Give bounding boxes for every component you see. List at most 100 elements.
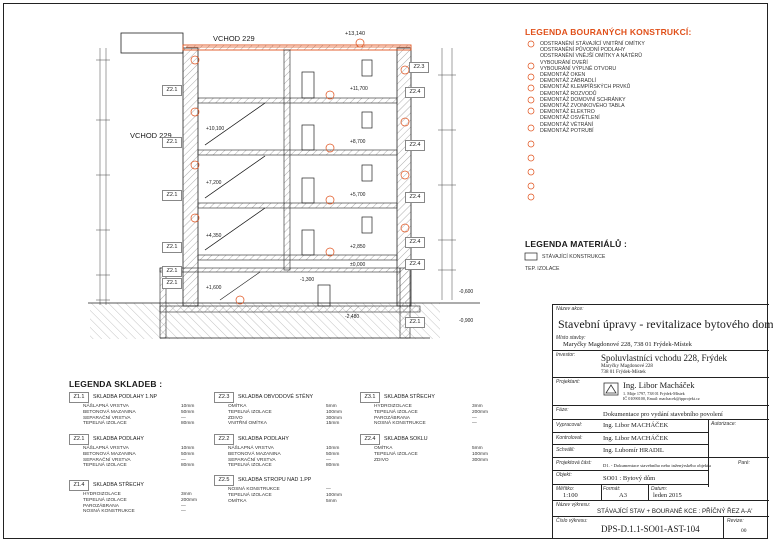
layer-row: TEPELNÁ IZOLACE: [228, 492, 272, 498]
stair-level: +1,600: [206, 285, 222, 291]
layer-value: —: [326, 487, 331, 492]
layer-tag: Z1.1: [69, 392, 89, 403]
floor-level: +11,700: [350, 86, 368, 92]
layer-value: 300mm: [472, 457, 488, 463]
layer-row: TEPELNÁ IZOLACE: [374, 409, 418, 415]
layer-row: NOSNÁ KONSTRUKCE: [228, 487, 280, 492]
layer-tag: Z1.4: [69, 480, 89, 491]
stair-flights: [204, 102, 266, 301]
format-key: Formát:: [603, 486, 621, 492]
designer-address: IČ 01090100, Email: machacek@ipprojekt.c…: [623, 396, 700, 401]
layer-value: 3mm: [181, 492, 192, 497]
layer-row: PAROZÁBRANA: [374, 415, 410, 421]
stair-level: +7,200: [206, 180, 222, 186]
building-section: [159, 44, 430, 339]
layer-value: 5mm: [326, 498, 337, 504]
material-existing-label: STÁVAJÍCÍ KONSTRUKCE: [542, 254, 606, 260]
layer-value: 100mm: [326, 409, 342, 415]
neighbour-roof: [120, 32, 184, 54]
floor-level: +2,850: [350, 244, 366, 250]
number-key: Číslo výkresu:: [556, 518, 588, 524]
elevation-bottom: -0,900: [459, 318, 474, 324]
legend-demolition-list: ODSTRANĚNÍ STÁVAJÍCÍ VNITŘNÍ OMÍTKY ODST…: [540, 41, 645, 134]
legend-item: DEMONTÁŽ ROZVODŮ: [540, 90, 597, 97]
legend-item: ODSTRANĚNÍ PŮVODNÍ PODLAHY: [540, 47, 626, 54]
investor-address: 738 01 Frýdek-Místek: [601, 370, 646, 375]
approved-value: Ing. Lubomír HRADIL: [603, 447, 664, 454]
project-title: Stavební úpravy - revitalizace bytového …: [558, 317, 773, 331]
designer-value: Ing. Libor Macháček: [623, 380, 695, 390]
floor-level: +5,700: [350, 192, 366, 198]
legend-item: DEMONTÁŽ POTRUBÍ: [540, 127, 594, 134]
layer-row: VNITŘNÍ OMÍTKA: [228, 421, 267, 427]
material-insulation-label: TEP. IZOLACE: [525, 266, 560, 272]
layer-value: 80mm: [326, 463, 340, 469]
investor-address: Maryčky Magdonové 228: [601, 364, 653, 369]
date-value: leden 2015: [653, 492, 682, 499]
room-tag: Z2.1: [162, 137, 182, 148]
layer-row: SEPARAČNÍ VRSTVA: [83, 457, 131, 463]
stair-level: -1,300: [300, 277, 315, 283]
dimension-chain-right: [438, 48, 456, 300]
layer-row: TEPELNÁ IZOLACE: [228, 463, 272, 469]
layer-row: NÁŠLAPNÁ VRSTVA: [228, 446, 274, 451]
made-value: Ing. Libor MACHÁČEK: [603, 422, 669, 429]
elevation-basement: -2,480: [345, 314, 360, 320]
layer-title: SKLADBA OBVODOVÉ STĚNY: [238, 394, 314, 400]
designer-key: Projektant:: [556, 379, 580, 385]
demolition-markers: [186, 38, 410, 305]
legend-materials-title: LEGENDA MATERIÁLŮ :: [525, 239, 628, 249]
layer-row: SEPARAČNÍ VRSTVA: [228, 457, 276, 463]
room-tag: Z2.4: [405, 237, 425, 248]
layer-row: TEPELNÁ IZOLACE: [374, 451, 418, 457]
layer-value: —: [181, 509, 186, 515]
layer-row: NOSNÁ KONSTRUKCE: [83, 509, 135, 515]
layer-row: OMÍTKA: [374, 446, 393, 451]
legend-item: DEMONTÁŽ VĚTRÁNÍ: [540, 121, 594, 128]
revision-key: Revize:: [727, 518, 744, 524]
layer-tag: Z2.4: [360, 434, 380, 445]
place-key: Místo stavby:: [556, 335, 586, 341]
format-value: A3: [619, 492, 627, 499]
room-tag: Z2.4: [405, 87, 425, 98]
checked-key: Kontroloval:: [556, 435, 583, 441]
legend-item: DEMONTÁŽ DOMOVNÍ SCHRÁNKY: [540, 96, 626, 103]
layer-value: —: [326, 457, 331, 463]
legend-item: DEMONTÁŽ OKEN: [540, 72, 586, 79]
room-tag: Z2.1: [162, 266, 182, 277]
layer-value: 50mm: [326, 451, 340, 457]
stair-level: +4,350: [206, 233, 222, 239]
investor-key: Investor:: [556, 352, 576, 358]
legend-item: DEMONTÁŽ ZÁBRADLÍ: [540, 78, 596, 85]
layer-row: TEPELNÁ IZOLACE: [228, 409, 272, 415]
room-tag: Z2.1: [162, 242, 182, 253]
layer-value: 10mm: [181, 446, 195, 451]
designer-logo: [603, 382, 619, 396]
layer-row: BETONOVÁ MAZANINA: [228, 451, 281, 457]
layer-row: TEPELNÁ IZOLACE: [83, 463, 127, 469]
layer-value: —: [472, 415, 477, 421]
door-openings: [301, 59, 373, 307]
layer-row: OMÍTKA: [228, 498, 247, 504]
layer-row: PAROZÁBRANA: [83, 503, 119, 509]
layer-title: SKLADBA SOKLU: [384, 436, 428, 442]
layer-value: 200mm: [472, 409, 488, 415]
object-value: SO01 : Bytový dům: [603, 475, 656, 482]
floor-level: ±0,000: [350, 262, 366, 268]
legend-item: DEMONTÁŽ ZVONKOVÉHO TABLA: [540, 103, 625, 110]
drawing-sheet: [3, 3, 768, 539]
layer-tag: Z2.5: [214, 475, 234, 486]
layer-row: NÁŠLAPNÁ VRSTVA: [83, 446, 129, 451]
legend-item: VYBOURÁNÍ VÝPLNĚ OTVORU: [540, 65, 617, 72]
legend-demolition-title: LEGENDA BOURANÝCH KONSTRUKCÍ:: [525, 27, 692, 37]
stair-level: +10,100: [206, 126, 225, 132]
layer-value: 15mm: [326, 421, 340, 427]
layer-row: NÁŠLAPNÁ VRSTVA: [83, 404, 129, 409]
layer-tag: Z2.1: [69, 434, 89, 445]
room-tag: Z2.1: [162, 278, 182, 289]
investor-value: Spoluvlastníci vchodu 228, Frýdek: [601, 353, 727, 363]
title-block: Název akce: Stavební úpravy - revitaliza…: [552, 304, 773, 539]
layer-row: TEPELNÁ IZOLACE: [83, 497, 127, 503]
drawing-number: DPS-D.1.1-SO01-AST-104: [601, 524, 700, 534]
